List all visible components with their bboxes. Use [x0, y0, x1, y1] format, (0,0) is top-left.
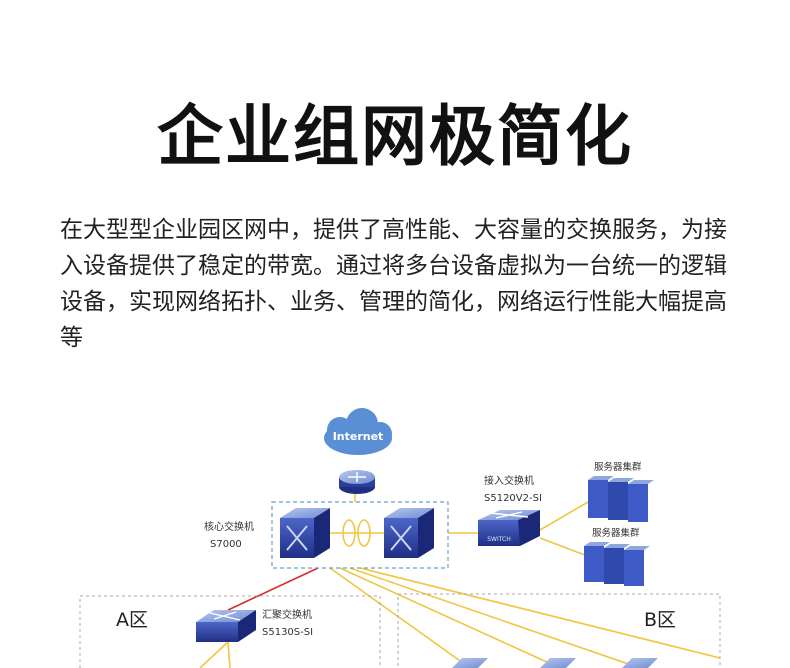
core-switch-left-icon: [280, 508, 330, 558]
stack-link-rings: [330, 519, 384, 547]
zone-b-switch-icons: [452, 658, 658, 668]
zone-a-label: A区: [116, 609, 148, 631]
access-switch-model: S5120V2-SI: [484, 493, 542, 504]
network-topology-diagram: Internet 核心交换机 S7000 SWITCH 接入交换机 S51: [79, 408, 721, 668]
server-cluster-1-icon: [588, 476, 654, 522]
internet-label: Internet: [333, 430, 384, 443]
server-cluster-2-icon: [584, 542, 650, 586]
server-cluster-2-label: 服务器集群: [592, 527, 640, 539]
core-stack-box: [271, 501, 449, 569]
internet-cloud: Internet: [324, 408, 392, 455]
zone-a-box: [79, 595, 381, 668]
aggregation-switch-icon: [196, 610, 256, 642]
access-switch-badge: SWITCH: [487, 536, 511, 543]
access-switch-name: 接入交换机: [484, 474, 534, 487]
core-switch-right-icon: [384, 508, 434, 558]
page-title: 企业组网极简化: [157, 98, 633, 175]
core-switch-name: 核心交换机: [204, 520, 254, 533]
access-switch-icon: SWITCH: [478, 510, 540, 546]
description-paragraph: 在大型型企业园区网中，提供了高性能、大容量的交换服务，为接入设备提供了稳定的带宽…: [60, 217, 727, 351]
core-switch-model: S7000: [210, 539, 242, 550]
router-icon: [339, 470, 375, 494]
red-uplink: [227, 567, 319, 611]
aggregation-switch-name: 汇聚交换机: [262, 608, 312, 621]
link-lines: [199, 478, 721, 668]
aggregation-switch-model: S5130S-SI: [262, 627, 313, 638]
zone-b-label: B区: [644, 609, 676, 631]
server-cluster-1-label: 服务器集群: [594, 461, 642, 473]
zone-b-box: [397, 593, 721, 668]
